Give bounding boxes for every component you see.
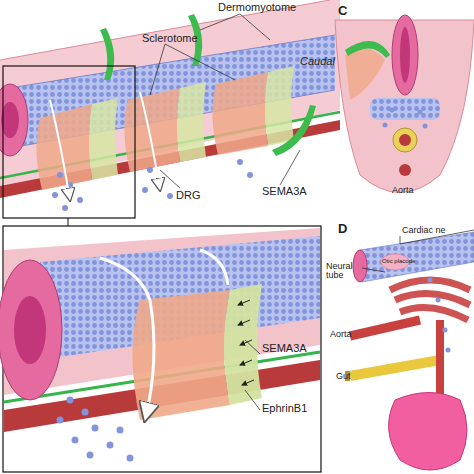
molecule-label: EphrinB1 [262,403,307,414]
part-name: Aorta [392,186,414,195]
part-name: Otic placode [382,258,415,264]
part-name: Sclerotome [142,33,198,44]
part-name: Cardiac ne [402,226,446,235]
direction-label: Caudal [300,56,335,67]
panel-letter: C [338,4,347,17]
part-name: Aorta [330,330,352,339]
part-name: Dermomyotome [218,2,296,13]
panel-letter: D [338,222,347,235]
molecule-label: SEMA3A [262,343,307,354]
molecule-label: SEMA3A [262,186,307,197]
part-name: Neural tube [326,262,360,280]
part-name: DRG [176,190,200,201]
part-name: Gut [336,372,351,381]
